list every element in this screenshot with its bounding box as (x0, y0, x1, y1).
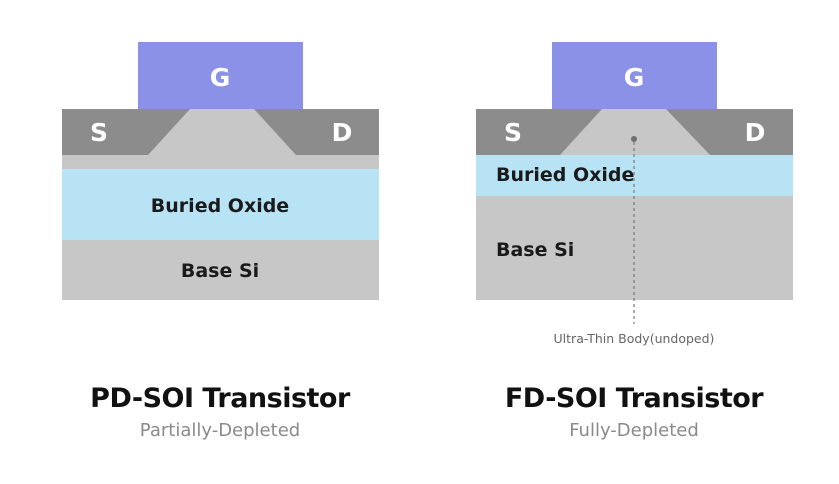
fd-soi-caption: FD-SOI Transistor Fully-Depleted (469, 382, 799, 444)
pd-soi-subtitle: Partially-Depleted (139, 420, 301, 441)
fd-gate-label: G (624, 63, 645, 92)
fd-soi-subtitle: Fully-Depleted (569, 420, 699, 441)
pd-base-si-label: Base Si (181, 260, 259, 282)
fd-channel-body (560, 109, 710, 155)
pd-gate-label: G (210, 63, 231, 92)
fd-soi-diagram: G S D Buried Oxide Base Si Ultra-Thin Bo… (476, 42, 793, 346)
fd-buried-oxide-label: Buried Oxide (496, 164, 634, 186)
pd-drain-label: D (332, 118, 353, 147)
fd-annotation-dot (631, 136, 637, 142)
pd-soi-diagram: G S D Buried Oxide Base Si (62, 42, 379, 300)
pd-source-label: S (90, 118, 108, 147)
pd-soi-caption: PD-SOI Transistor Partially-Depleted (55, 382, 385, 444)
pd-silicon-film (62, 155, 379, 169)
pd-gate (138, 42, 303, 109)
fd-soi-title: FD-SOI Transistor (504, 383, 764, 414)
pd-buried-oxide-label: Buried Oxide (151, 195, 289, 217)
fd-source-label: S (504, 118, 522, 147)
fd-drain-label: D (745, 118, 766, 147)
fd-base-si-label: Base Si (496, 239, 574, 261)
pd-channel-body (148, 109, 296, 155)
fd-gate (552, 42, 717, 109)
fd-annotation-label: Ultra-Thin Body(undoped) (554, 331, 715, 346)
pd-buried-oxide-layer (62, 169, 379, 240)
pd-soi-title: PD-SOI Transistor (90, 383, 350, 414)
pd-base-si-layer (62, 240, 379, 300)
